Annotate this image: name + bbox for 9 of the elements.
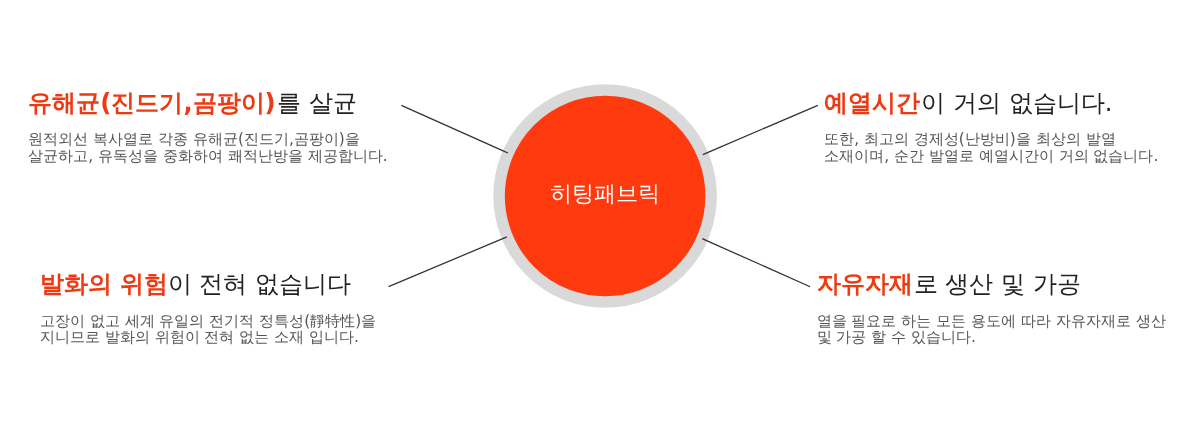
node-text: 예열시간이 거의 없습니다. 또한, 최고의 경제성(난방비)을 최상의 발열 소재이며, 순간 발열로 예열시간이 거의 없습니다. — [824, 87, 1159, 165]
node-circle: 히팅패브릭 — [493, 83, 717, 308]
connector — [400, 104, 509, 154]
connector — [701, 237, 811, 287]
node-text: 자유자재로 생산 및 가공 열을 필요로 하는 모든 용도에 따라 자유자재로 생산 및 가공 할 수 있습니다. — [816, 268, 1166, 346]
node-text: 유해균(진드기,곰팡이)를 살균 원적외선 복사열로 각종 유해균(진드기,곰팡이)을 살균하고, 유독성을 중화하여 쾌적난방을 제공합니다. — [28, 87, 388, 165]
connector — [387, 235, 508, 287]
connector — [702, 104, 819, 155]
node-text: 발화의 위험이 전혀 없습니다 고장이 없고 세계 유일의 전기적 정특성(靜特性)을 지니므로 발화의 위험이 전혀 없는 소재 입니다. — [39, 268, 377, 346]
